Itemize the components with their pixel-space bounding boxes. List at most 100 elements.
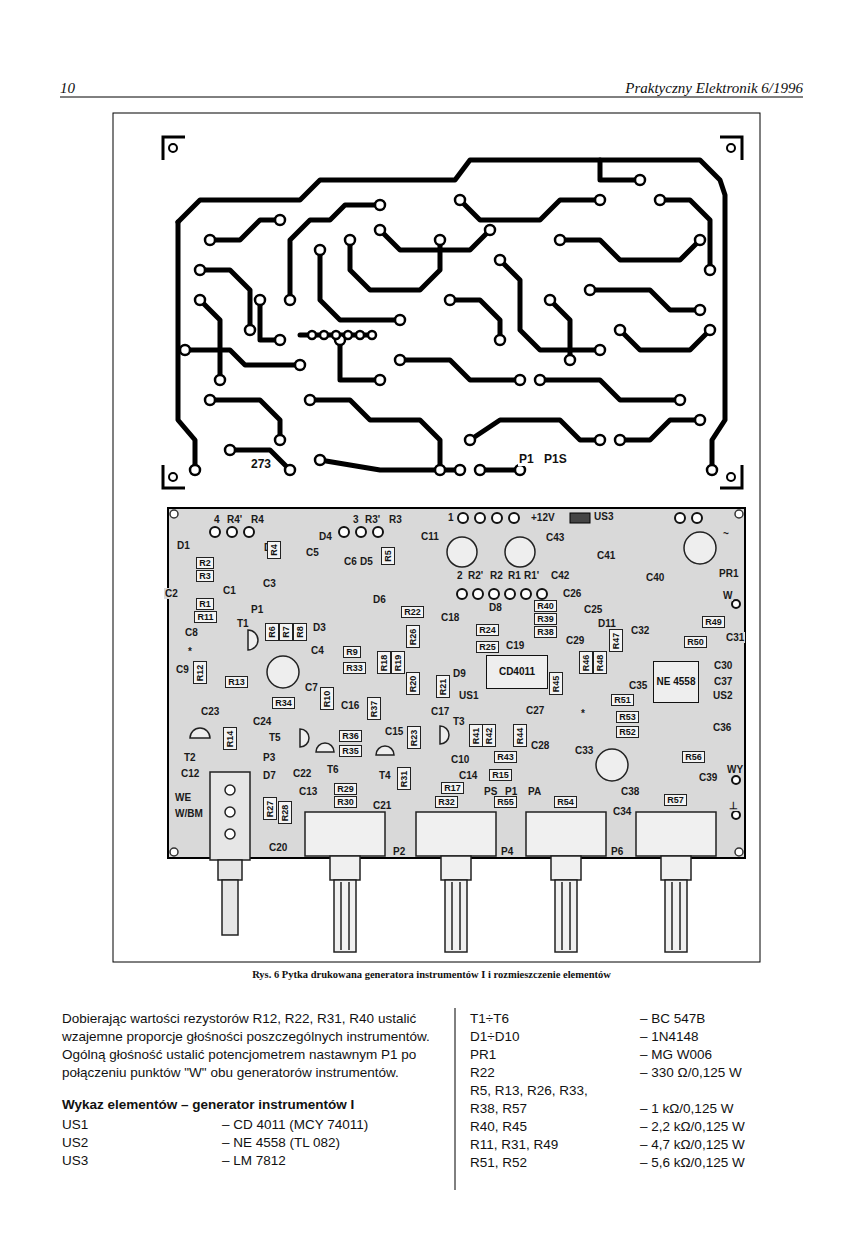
component-label: PA	[527, 786, 542, 797]
parts-list-cell: – 2,2 kΩ/0,125 W	[640, 1118, 745, 1136]
parts-list-cell: R51, R52	[470, 1154, 527, 1172]
part-label: R24	[477, 625, 498, 635]
component-label: D1	[176, 540, 191, 551]
part-label: R30	[335, 797, 356, 807]
part-label: R40	[535, 601, 556, 611]
copper-traces	[178, 160, 725, 470]
resistor-symbol: R43	[494, 751, 517, 763]
component-label: C38	[620, 786, 640, 797]
part-label: CD4011	[499, 666, 535, 678]
component-label: 4	[213, 514, 221, 525]
component-label: +12V	[530, 512, 556, 523]
transistor-symbols	[190, 630, 449, 755]
component-label: C25	[583, 604, 603, 615]
part-label: R12	[195, 664, 205, 681]
input-jack	[210, 772, 250, 935]
component-label: US1	[458, 690, 479, 701]
component-label: C4	[310, 645, 325, 656]
component-label: T1	[236, 618, 250, 629]
component-label: C14	[458, 770, 478, 781]
board-label: 273	[250, 457, 272, 471]
part-label: R26	[408, 628, 418, 645]
resistor-symbol: R17	[441, 782, 464, 794]
part-label: R15	[490, 770, 511, 780]
resistor-symbol: R37	[367, 697, 381, 720]
part-label: R4	[269, 544, 279, 556]
parts-list-cell: – 330 Ω/0,125 W	[640, 1064, 742, 1082]
part-label: R25	[477, 642, 498, 652]
component-label: T4	[378, 770, 392, 781]
corner-holes	[169, 144, 735, 481]
component-label: D5	[359, 556, 374, 567]
component-label: C15	[384, 726, 404, 737]
component-label: PR1	[718, 568, 739, 579]
component-label: WE	[174, 792, 192, 803]
part-label: R36	[340, 731, 361, 741]
component-label: D3	[312, 622, 327, 633]
resistor-symbol: R8	[293, 623, 307, 641]
resistor-symbol: R47	[609, 629, 623, 652]
resistor-symbol: R49	[702, 616, 725, 628]
parts-list-cell: – MG W006	[640, 1046, 712, 1064]
component-label: R4'	[226, 514, 243, 525]
part-label: R21	[438, 678, 448, 695]
part-label: R18	[379, 654, 389, 671]
component-label: C22	[292, 768, 312, 779]
resistor-symbol: R35	[339, 745, 362, 757]
mounting-holes	[170, 510, 743, 856]
component-label: C32	[630, 625, 650, 636]
part-label: R33	[344, 663, 365, 673]
parts-list-cell: US1	[62, 1116, 88, 1134]
component-label: D9	[452, 668, 467, 679]
resistor-symbol: R52	[616, 726, 639, 738]
part-label: R44	[515, 727, 525, 744]
part-label: R42	[484, 727, 494, 744]
component-label: C28	[530, 740, 550, 751]
component-label: C3	[262, 578, 277, 589]
running-header: Praktyczny Elektronik 6/1996	[503, 80, 803, 97]
resistor-symbol: R15	[489, 769, 512, 781]
parts-list-cell: – LM 7812	[222, 1152, 286, 1170]
figure-caption: Rys. 6 Pytka drukowana generatora instru…	[0, 969, 863, 980]
parts-list-cell: R40, R45	[470, 1118, 527, 1136]
part-label: R9	[344, 647, 360, 657]
component-label: T2	[183, 752, 197, 763]
component-label: C1	[222, 585, 237, 596]
component-label: W	[722, 590, 733, 601]
component-label: R3	[388, 514, 403, 525]
component-label: C17	[430, 706, 450, 717]
resistor-symbol: R22	[401, 606, 424, 618]
resistor-symbol: R27	[263, 797, 277, 820]
resistor-symbol: R48	[593, 651, 607, 674]
part-label: R5	[383, 550, 393, 562]
part-label: R28	[280, 804, 290, 821]
corner-marks	[163, 137, 742, 488]
component-label: T6	[326, 764, 340, 775]
parts-list-cell: D1÷D10	[470, 1028, 519, 1046]
resistor-symbol: R51	[611, 694, 634, 706]
resistor-symbol: R34	[272, 697, 295, 709]
component-label: P6	[610, 846, 624, 857]
component-label: D11	[597, 618, 617, 629]
component-label: R1	[507, 570, 522, 581]
electrolytic-capacitors	[267, 532, 716, 781]
resistor-symbol: R7	[279, 623, 293, 641]
component-label: C12	[180, 768, 200, 779]
resistor-symbol: R53	[616, 711, 639, 723]
component-label: WY	[726, 764, 744, 775]
component-label: C43	[545, 532, 565, 543]
component-label: P4	[500, 846, 514, 857]
parts-list-cell: – 4,7 kΩ/0,125 W	[640, 1136, 745, 1154]
parts-list-cell: – CD 4011 (MCY 74011)	[222, 1116, 368, 1134]
resistor-symbol: R56	[682, 751, 705, 763]
part-label: R7	[281, 626, 291, 638]
parts-list-cell: – NE 4558 (TL 082)	[222, 1134, 340, 1152]
component-label: 3	[352, 514, 360, 525]
component-label: D6	[372, 594, 387, 605]
parts-list-cell: R11, R31, R49	[470, 1136, 558, 1154]
resistor-symbol: R25	[476, 641, 499, 653]
resistor-symbol: R41	[469, 724, 483, 747]
part-label: R49	[703, 617, 724, 627]
connection-pads	[210, 513, 740, 819]
